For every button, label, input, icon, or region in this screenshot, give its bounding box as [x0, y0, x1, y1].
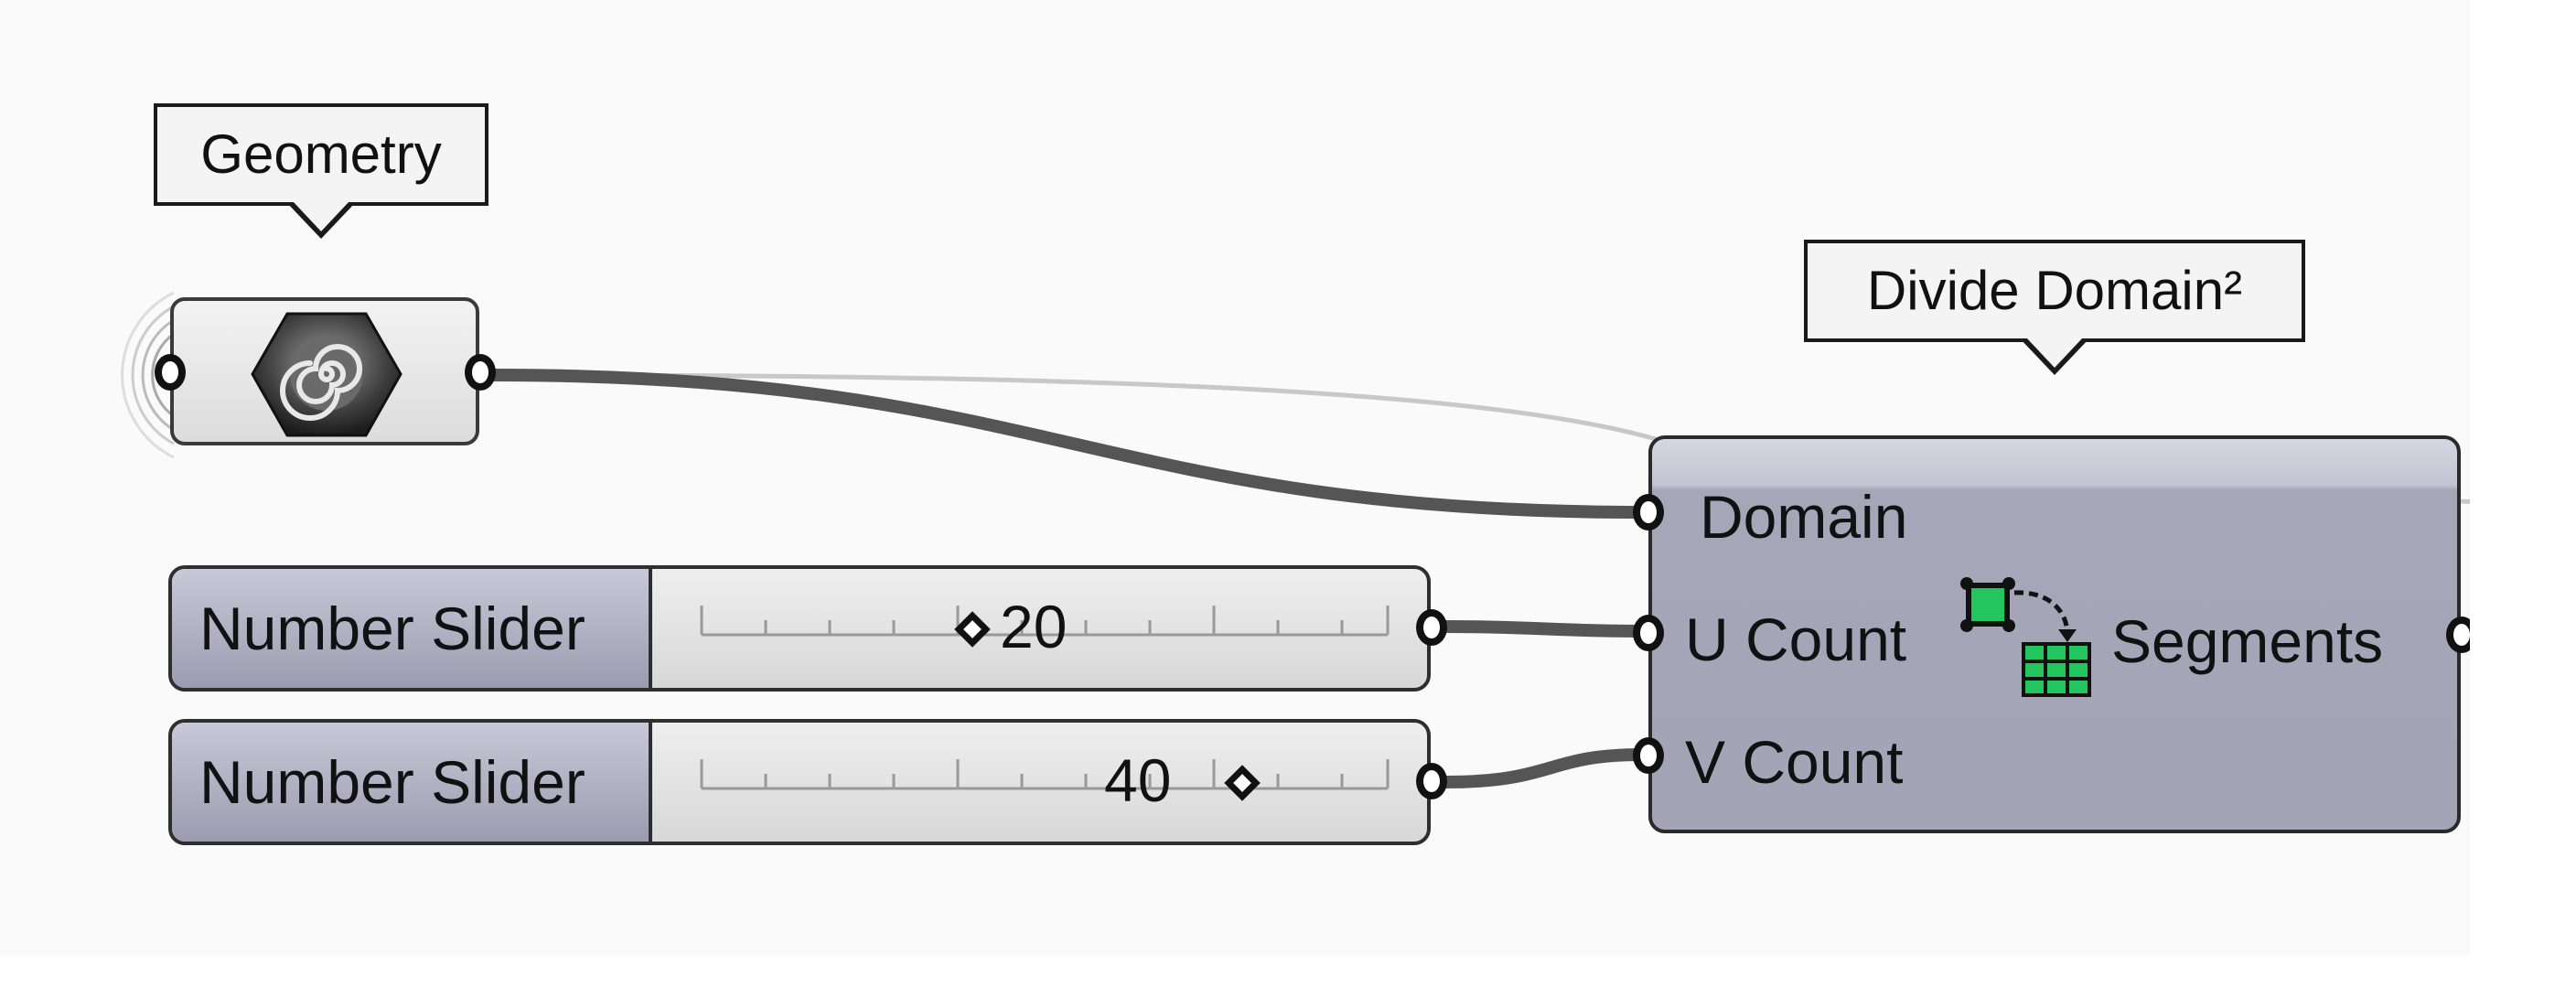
geometry-tooltip-label: Geometry	[200, 123, 442, 185]
slider-2-label: Number Slider	[172, 723, 652, 842]
wire-geometry-to-domain[interactable]	[493, 369, 1643, 519]
slider-2-value: 40	[1104, 746, 1172, 814]
slider-2-track[interactable]: 40	[656, 723, 1427, 842]
geometry-tooltip: Geometry	[154, 103, 488, 239]
input-ucount-label: U Count	[1685, 606, 1907, 673]
ucount-input-port[interactable]	[1633, 615, 1664, 651]
output-segments-label: Segments	[2111, 607, 2384, 675]
canvas-bottom-margin	[0, 956, 2576, 1008]
wire-slider2-to-vcount[interactable]	[1444, 748, 1643, 788]
geometry-selection-halo	[121, 291, 175, 459]
divide-domain-tooltip-label: Divide Domain²	[1866, 260, 2243, 321]
number-slider-1[interactable]: Number Slider 20	[168, 565, 1431, 692]
domain-input-port[interactable]	[1633, 494, 1664, 531]
vcount-input-port[interactable]	[1633, 737, 1664, 774]
geometry-input-port[interactable]	[155, 354, 186, 391]
input-vcount-label: V Count	[1685, 728, 1904, 796]
slider-1-value: 20	[1000, 593, 1068, 660]
geometry-component[interactable]	[170, 297, 479, 445]
divide-domain-grid-icon	[1960, 577, 2091, 697]
wire-slider1-to-ucount[interactable]	[1444, 620, 1643, 638]
divide-domain-component[interactable]: Domain U Count V Count Segments	[1648, 435, 2461, 833]
slider-2-tick-scale	[700, 759, 1390, 790]
wire-geometry-preview	[493, 372, 1657, 442]
geometry-hexagon-spiral-icon	[251, 312, 402, 437]
slider-1-tick-scale	[700, 606, 1390, 637]
input-domain-label: Domain	[1700, 483, 1908, 551]
slider-1-output-port[interactable]	[1416, 609, 1447, 646]
slider-1-track[interactable]: 20	[656, 569, 1427, 688]
divide-domain-tooltip: Divide Domain²	[1804, 240, 2305, 375]
canvas-right-margin	[2470, 0, 2576, 1008]
number-slider-2[interactable]: Number Slider 40	[168, 719, 1431, 845]
slider-1-label: Number Slider	[172, 569, 652, 688]
geometry-output-port[interactable]	[465, 354, 496, 391]
slider-2-output-port[interactable]	[1416, 763, 1447, 799]
